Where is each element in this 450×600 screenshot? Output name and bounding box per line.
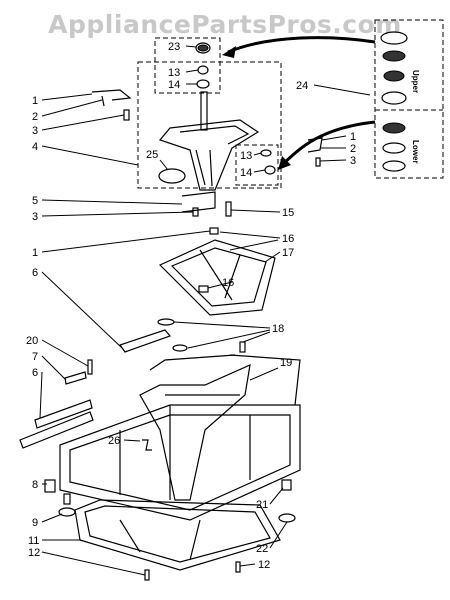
callout-24: 24 [296, 80, 308, 92]
upper-label: Upper [411, 70, 420, 93]
callout-14-b: 14 [240, 167, 252, 179]
callout-7: 7 [32, 351, 38, 363]
callout-2-c: 2 [350, 143, 356, 155]
callout-labels: 1 2 3 4 5 3 1 6 20 7 6 8 9 11 12 23 13 1… [26, 41, 420, 571]
callout-16: 16 [282, 233, 294, 245]
callout-9: 9 [32, 517, 38, 529]
callout-6-b: 6 [32, 367, 38, 379]
watermark: AppliancePartsPros.com [48, 10, 402, 39]
callout-13-b: 13 [240, 150, 252, 162]
callout-17: 17 [282, 247, 294, 259]
bearing-detail-box [374, 19, 444, 179]
callout-13: 13 [168, 67, 180, 79]
callout-8: 8 [32, 479, 38, 491]
callout-23: 23 [168, 41, 180, 53]
callout-19: 19 [280, 357, 292, 369]
callout-1-b: 1 [32, 247, 38, 259]
callout-11: 11 [28, 535, 39, 547]
callout-22: 22 [256, 543, 268, 555]
callout-2: 2 [32, 111, 38, 123]
callout-15: 15 [282, 207, 294, 219]
callout-4: 4 [32, 141, 38, 153]
callout-12: 12 [28, 547, 40, 559]
callout-3: 3 [32, 125, 38, 137]
pulley-plate [158, 227, 276, 316]
leader-lines [39, 45, 371, 576]
callout-12-b: 12 [258, 559, 270, 571]
callout-1: 1 [32, 95, 38, 107]
base-frame [59, 354, 301, 571]
callout-6: 6 [32, 267, 38, 279]
callout-26: 26 [108, 435, 120, 447]
callout-16-b: 16 [222, 277, 234, 289]
transmission-box [137, 61, 282, 191]
callout-3-b: 3 [32, 211, 38, 223]
callout-1-c: 1 [350, 131, 356, 143]
callout-5: 5 [32, 195, 38, 207]
callout-21: 21 [256, 499, 268, 511]
callout-14: 14 [168, 79, 180, 91]
callout-25: 25 [146, 149, 158, 161]
lower-label: Lower [411, 140, 420, 164]
callout-18: 18 [272, 323, 284, 335]
callout-20: 20 [26, 335, 38, 347]
callout-3-c: 3 [350, 155, 356, 167]
